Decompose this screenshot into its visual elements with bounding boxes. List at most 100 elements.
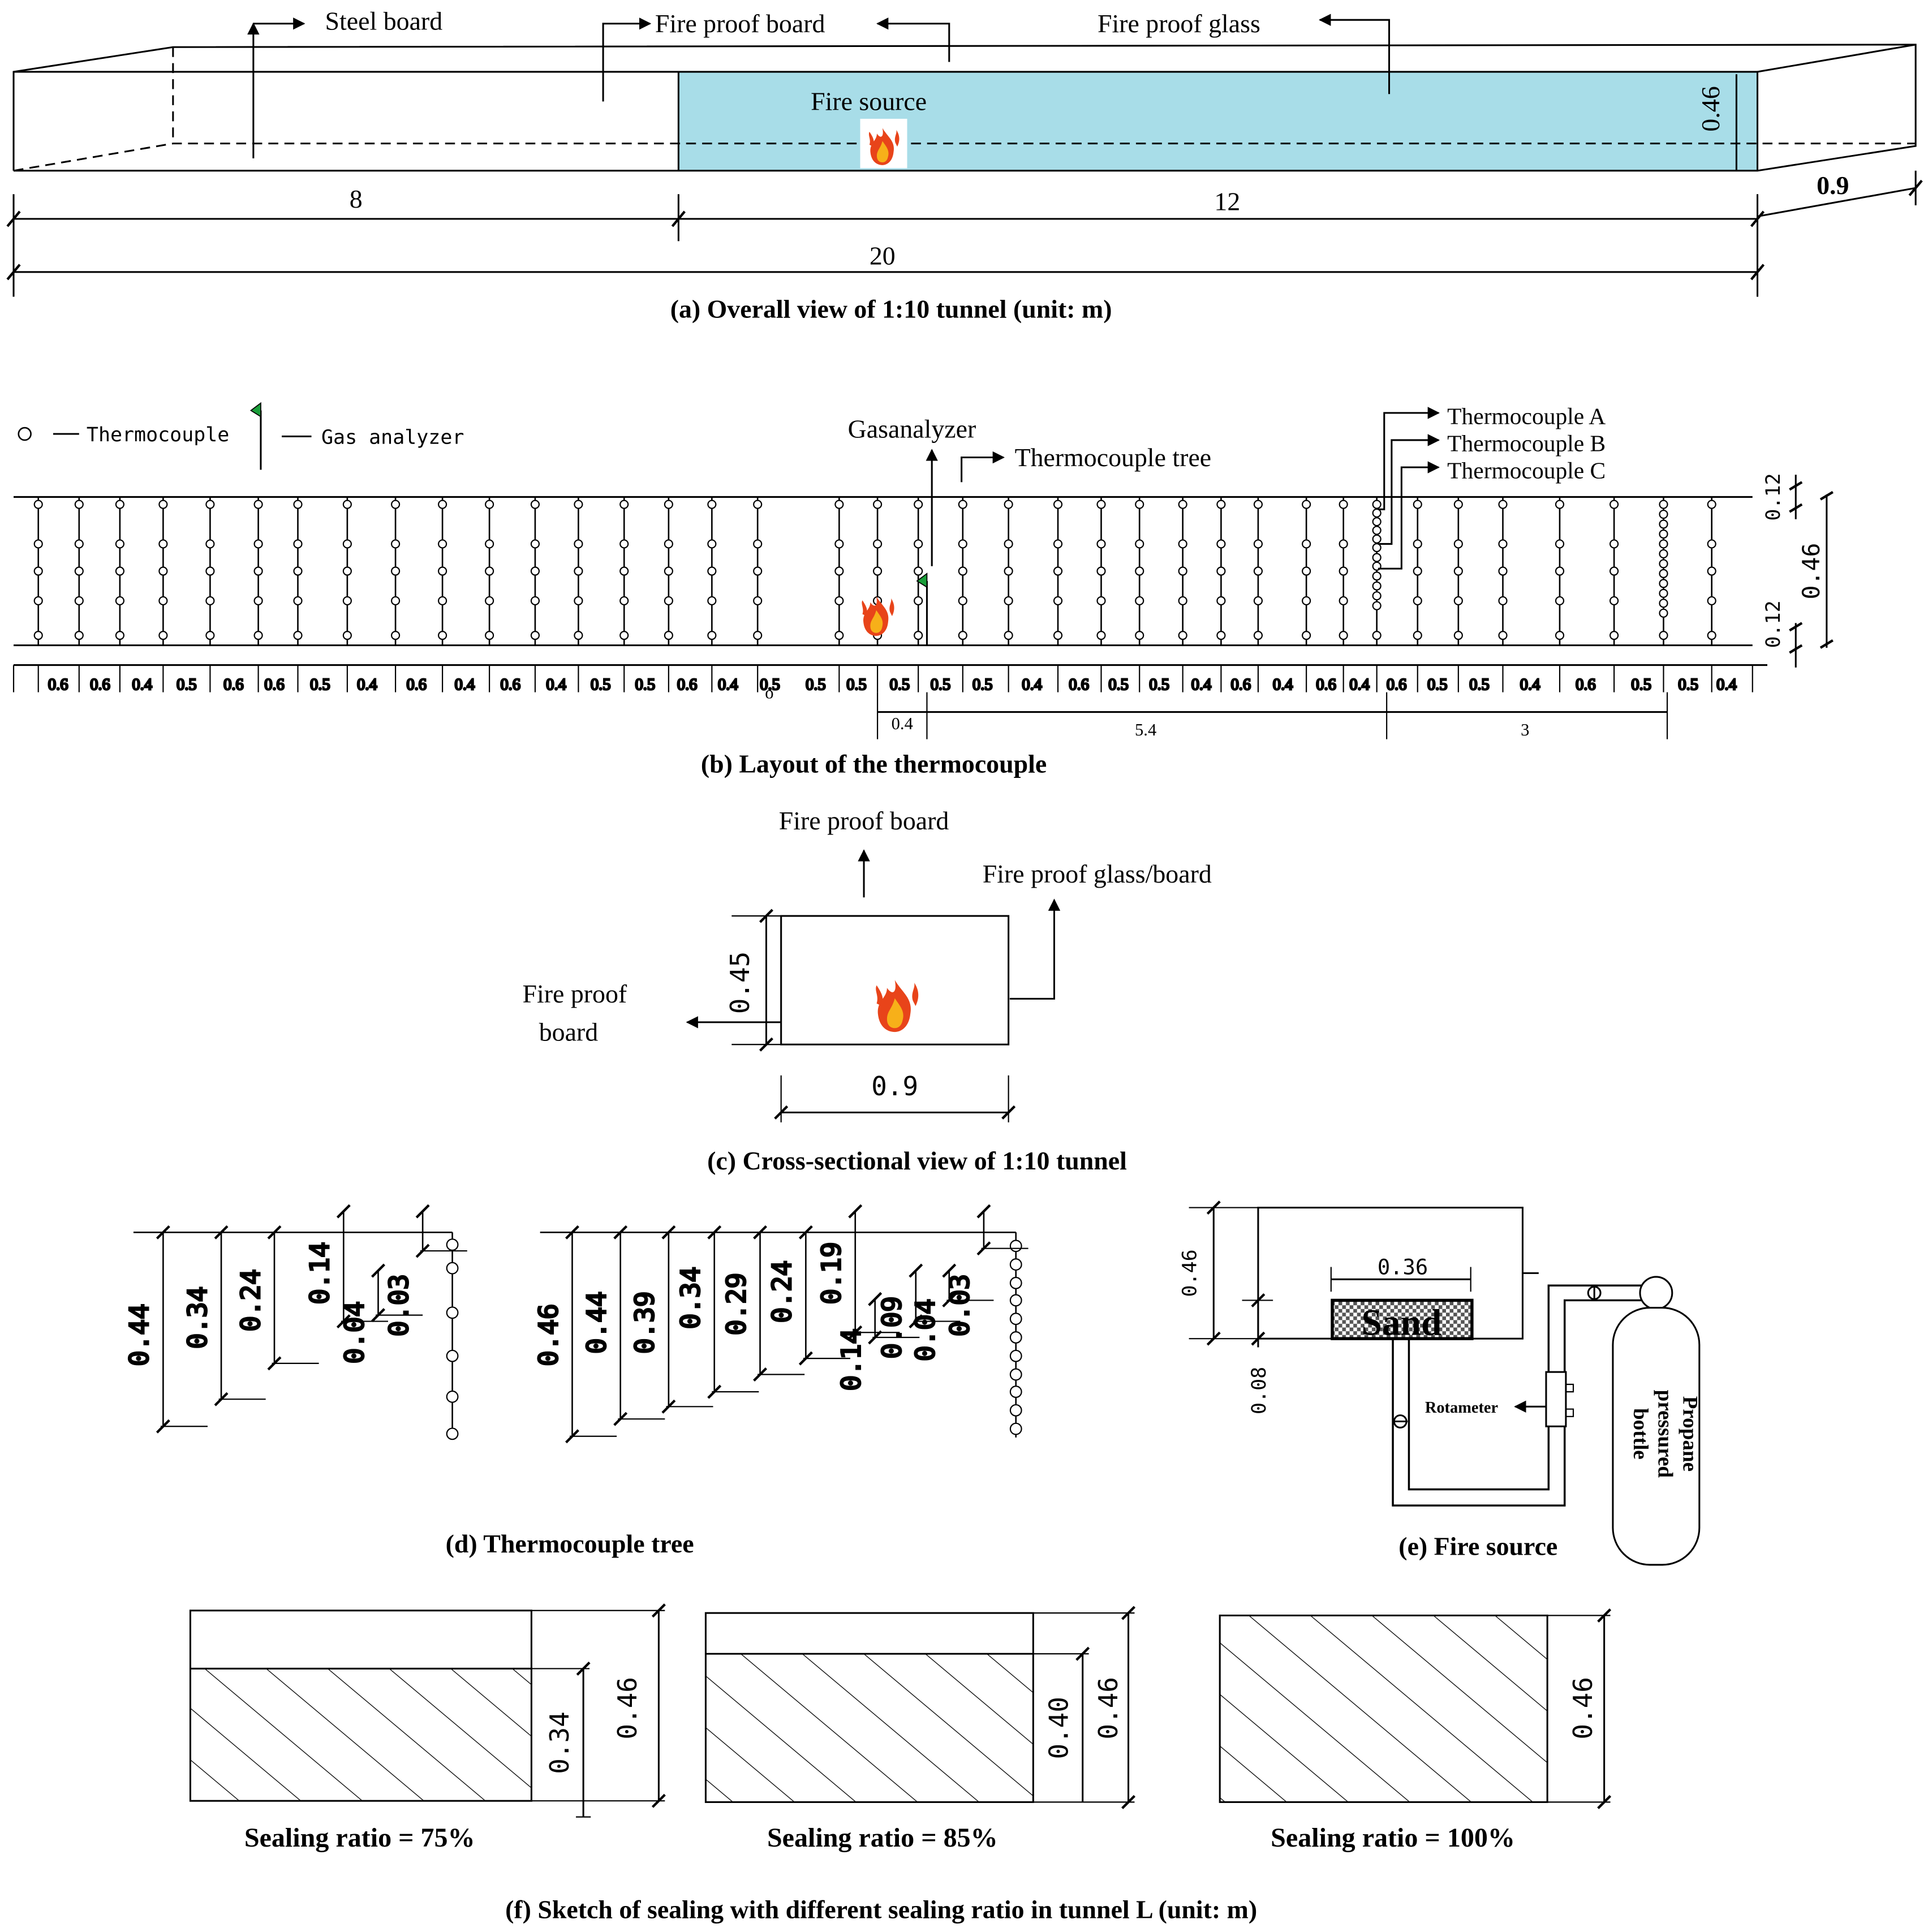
- thermocouple-icon: [619, 500, 629, 509]
- thermocouple-icon: [1372, 571, 1382, 581]
- tree-dim-tick: [336, 1314, 351, 1329]
- label-f1-034: 0.34: [544, 1711, 575, 1774]
- label-bottle-2: pressured: [1654, 1390, 1677, 1478]
- label-f2-046: 0.46: [1093, 1677, 1124, 1739]
- thermocouple-icon: [1372, 526, 1382, 535]
- tree-dim-label: 0.14: [304, 1242, 335, 1304]
- spacing-label: 0.6: [48, 676, 68, 694]
- thermocouple-icon: [574, 596, 583, 606]
- spacing-label: 0.5: [1678, 676, 1698, 694]
- thermocouple-icon: [205, 631, 215, 640]
- thermocouple-icon: [205, 596, 215, 606]
- spacing-label: 0.6: [223, 676, 244, 694]
- spacing-label: 0.5: [1149, 676, 1169, 694]
- thermocouple-icon: [1135, 539, 1144, 549]
- label-seal-85: Sealing ratio = 85%: [767, 1823, 998, 1853]
- thermocouple-icon: [1372, 534, 1382, 544]
- thermocouple-icon: [1453, 500, 1463, 509]
- seal-75-box: [189, 1610, 532, 1802]
- dim-09-ext: [780, 1075, 1009, 1122]
- seal-100-ext: [1547, 1615, 1611, 1803]
- thermocouple-icon: [293, 596, 303, 606]
- label-f1-046: 0.46: [612, 1677, 643, 1739]
- thermocouple-icon: [1659, 631, 1668, 640]
- thermocouple-icon: [574, 539, 583, 549]
- thermocouple-icon: [1498, 566, 1508, 576]
- tree-dim-tick: [613, 1412, 628, 1426]
- panel-e-fire-source: [1189, 1200, 1701, 1566]
- tree-dim-tick: [371, 1263, 385, 1278]
- thermocouple-icon: [530, 631, 540, 640]
- thermocouple-icon: [115, 596, 124, 606]
- label-len-20: 20: [870, 242, 896, 270]
- thermocouple-icon: [753, 566, 763, 576]
- thermocouple-icon: [1372, 581, 1382, 591]
- label-gasanalyzer: Gasanalyzer: [848, 415, 976, 444]
- thermocouple-icon: [1609, 596, 1619, 606]
- thermocouple-icon: [1178, 596, 1187, 606]
- tree-dim-label: 0.44: [124, 1303, 154, 1366]
- tree-dim-tick: [942, 1263, 957, 1278]
- thermocouple-icon: [574, 500, 583, 509]
- dim-b-ext: [876, 692, 1668, 739]
- spacing-label: 0.5: [931, 676, 951, 694]
- tree-dim-tick: [661, 1225, 676, 1240]
- thermocouple-icon: [342, 539, 352, 549]
- label-fire-proof-board: Fire proof board: [655, 9, 825, 38]
- thermocouple-icon: [914, 500, 923, 509]
- thermocouple-icon: [1555, 539, 1565, 549]
- tree-dim-label: 0.09: [877, 1296, 907, 1358]
- spacing-label: 0.5: [846, 676, 867, 694]
- spacing-label: 0.4: [1022, 676, 1042, 694]
- thermocouple-icon: [1096, 500, 1106, 509]
- ticks-e: [1206, 1200, 1266, 1346]
- spacing-label: 0.4: [718, 676, 738, 694]
- thermocouple-icon: [1216, 539, 1226, 549]
- thermocouple-icon: [707, 596, 717, 606]
- thermocouple-icon: [619, 596, 629, 606]
- thermocouple-icon: [485, 500, 494, 509]
- thermocouple-icon: [1216, 500, 1226, 509]
- tree-dim-label: 0.24: [767, 1260, 797, 1323]
- spacing-label: 0.5: [890, 676, 910, 694]
- thermocouple-icon: [293, 539, 303, 549]
- thermocouple-icon: [1302, 631, 1311, 640]
- thermocouple-icon: [253, 596, 263, 606]
- thermocouple-icon: [1659, 559, 1668, 569]
- glass-section: [678, 71, 1758, 171]
- spacing-label: 0.6: [1316, 676, 1336, 694]
- thermocouple-icon: [438, 631, 447, 640]
- seal-75-ext: [531, 1610, 665, 1818]
- tree-dim-tick: [976, 1204, 991, 1219]
- thermocouple-icon: [1004, 596, 1013, 606]
- thermocouple-icon: [1372, 500, 1382, 509]
- thermocouple-icon: [1302, 566, 1311, 576]
- thermocouple-icon: [74, 566, 84, 576]
- thermocouple-icon: [1498, 500, 1508, 509]
- spacing-label: 0.5: [806, 676, 826, 694]
- thermocouple-icon: [446, 1427, 459, 1440]
- thermocouple-icon: [1413, 596, 1422, 606]
- leader-tree: [961, 451, 1005, 483]
- tree-dim-tick: [336, 1204, 351, 1219]
- thermocouple-icon: [115, 631, 124, 640]
- thermocouple-icon: [158, 500, 168, 509]
- thermocouple-icon: [74, 596, 84, 606]
- caption-f: (f) Sketch of sealing with different sea…: [505, 1895, 1257, 1924]
- thermocouple-icon: [1339, 539, 1348, 549]
- thermocouple-icon: [1453, 566, 1463, 576]
- thermocouple-icon: [1413, 631, 1422, 640]
- thermocouple-icon: [342, 631, 352, 640]
- label-thermocouple-tree: Thermocouple tree: [1015, 443, 1212, 472]
- thermocouple-icon: [872, 539, 883, 549]
- thermocouple-icon: [115, 566, 124, 576]
- sand-tray: [1331, 1298, 1474, 1340]
- legend-thermocouple-label: Thermocouple: [87, 424, 229, 446]
- spacing-label: 0.5: [635, 676, 656, 694]
- tree-dim-label: 0.44: [581, 1292, 612, 1354]
- thermocouple-icon: [1135, 566, 1144, 576]
- thermocouple-icon: [1498, 596, 1508, 606]
- thermocouple-icon: [1609, 539, 1619, 549]
- leader-fpb-left: [602, 18, 652, 102]
- legend-thermocouple-icon: [18, 427, 32, 441]
